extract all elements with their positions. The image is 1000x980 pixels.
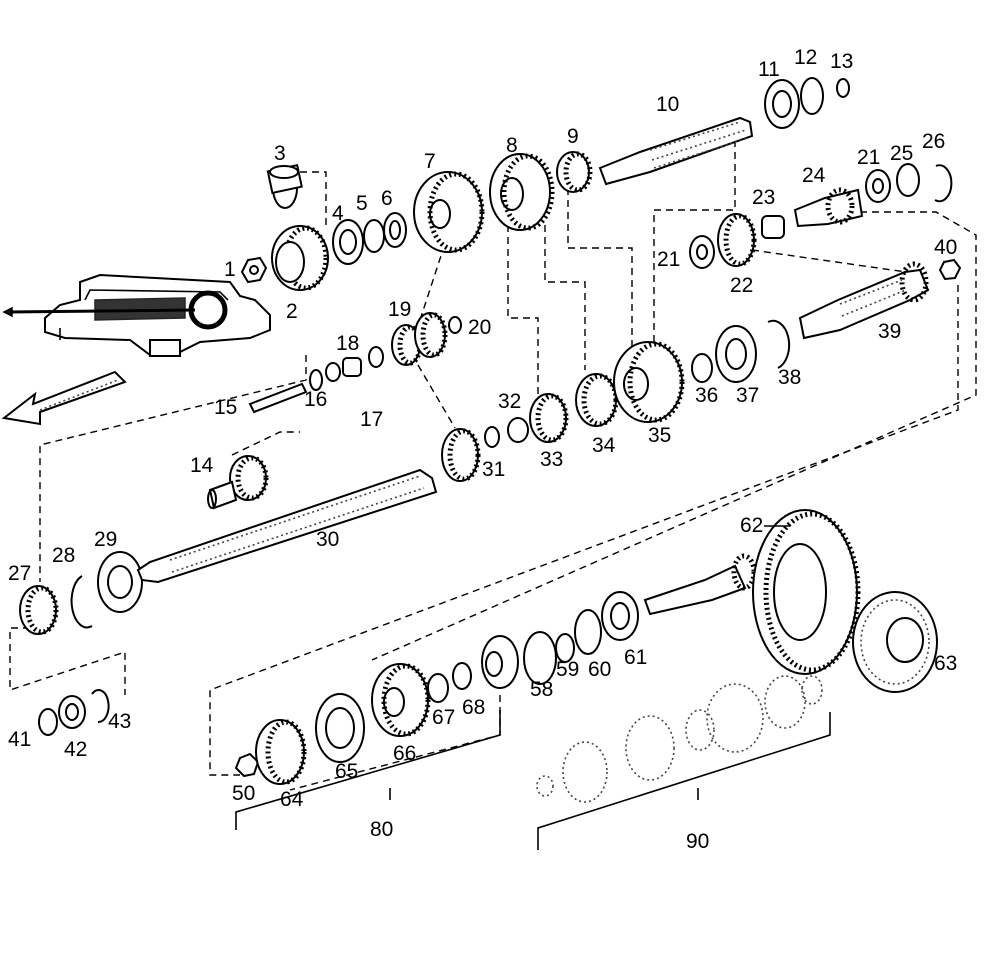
callout-36: 36	[695, 384, 718, 407]
callout-22: 22	[730, 274, 753, 297]
parts	[19, 77, 962, 803]
callout-50: 50	[232, 782, 255, 805]
callout-63: 63	[934, 652, 957, 675]
callout-21-upper: 21	[857, 146, 880, 169]
housing-inset-sketch	[2, 273, 271, 357]
callout-62: 62	[740, 514, 763, 537]
callout-66: 66	[393, 742, 416, 765]
callout-24: 24	[802, 164, 826, 187]
callout-2: 2	[286, 300, 298, 323]
callout-40: 40	[934, 236, 957, 259]
callout-28: 28	[52, 544, 75, 567]
callout-38: 38	[778, 366, 801, 389]
callout-39: 39	[878, 320, 901, 343]
callout-23: 23	[752, 186, 775, 209]
callout-31: 31	[482, 458, 505, 481]
callout-25: 25	[890, 142, 913, 165]
callout-15: 15	[214, 396, 237, 419]
callout-7: 7	[424, 150, 436, 173]
callout-18: 18	[336, 332, 359, 355]
callout-90: 90	[686, 830, 709, 853]
callout-13: 13	[830, 50, 853, 73]
callout-33: 33	[540, 448, 563, 471]
callout-64: 64	[280, 788, 304, 811]
callout-61: 61	[624, 646, 647, 669]
callout-17: 17	[360, 408, 383, 431]
callout-27: 27	[8, 562, 31, 585]
callout-60: 60	[588, 658, 611, 681]
callout-4: 4	[332, 202, 344, 225]
callout-20: 20	[468, 316, 491, 339]
callout-10: 10	[656, 93, 679, 116]
callout-29: 29	[94, 528, 117, 551]
callout-32: 32	[498, 390, 521, 413]
callout-1: 1	[224, 258, 236, 281]
callout-41: 41	[8, 728, 31, 751]
callout-16: 16	[304, 388, 327, 411]
callout-68: 68	[462, 696, 485, 719]
callout-58: 58	[530, 678, 553, 701]
callout-14: 14	[190, 454, 214, 477]
part-callout-labels: 1 2 3 4 5 6 7 8 9 10 11 12 13 14 15 16 1…	[8, 46, 957, 853]
callout-21-middle: 21	[657, 248, 680, 271]
callout-80: 80	[370, 818, 393, 841]
callout-35: 35	[648, 424, 671, 447]
callout-67: 67	[432, 706, 455, 729]
direction-arrow-icon	[1, 370, 127, 426]
callout-19: 19	[388, 298, 411, 321]
callout-26: 26	[922, 130, 945, 153]
callout-59: 59	[556, 658, 579, 681]
callout-5: 5	[356, 192, 368, 215]
callout-34: 34	[592, 434, 616, 457]
assembly-brackets	[235, 710, 831, 850]
callout-8: 8	[506, 134, 518, 157]
callout-9: 9	[567, 125, 579, 148]
callout-37: 37	[736, 384, 759, 407]
callout-6: 6	[381, 187, 393, 210]
callout-11: 11	[758, 58, 780, 81]
callout-43: 43	[108, 710, 131, 733]
callout-65: 65	[335, 760, 358, 783]
callout-12: 12	[794, 46, 817, 69]
callout-3: 3	[274, 142, 286, 165]
assembly-leader-lines	[9, 140, 977, 791]
callout-42: 42	[64, 738, 87, 761]
callout-30: 30	[316, 528, 339, 551]
